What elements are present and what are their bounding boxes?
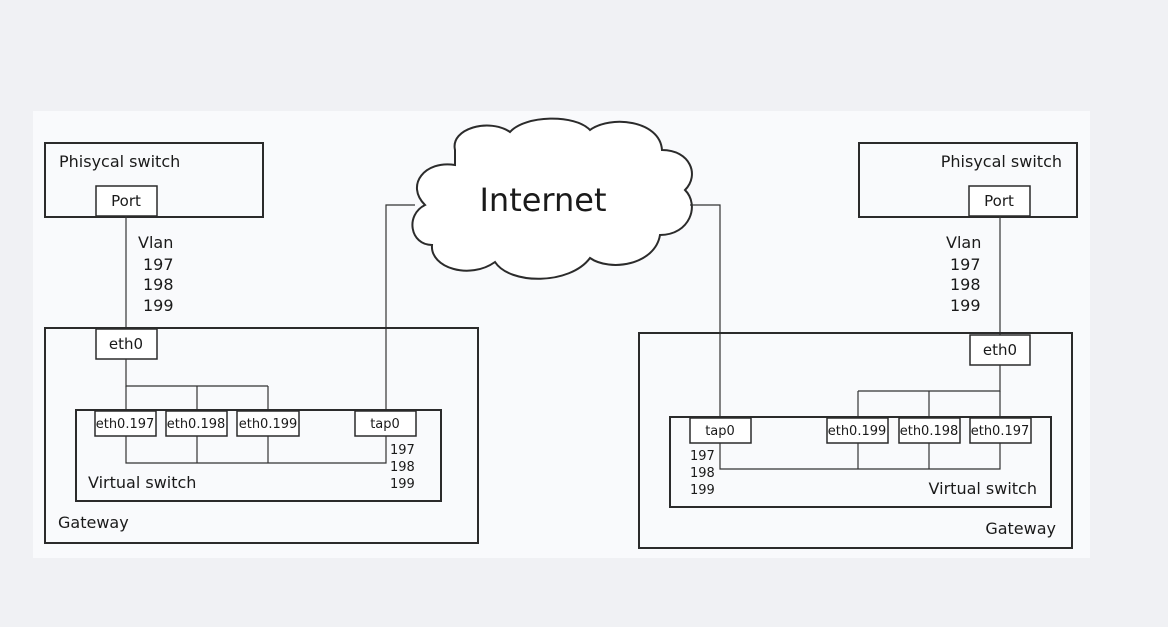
right-tap-vlan-199: 199 <box>690 483 715 498</box>
left-tap-bus <box>125 436 387 464</box>
right-tap0-label: tap0 <box>705 424 735 439</box>
left-eth0-198-label: eth0.198 <box>167 417 226 432</box>
left-gateway <box>44 327 479 544</box>
left-eth0-197 <box>94 410 157 437</box>
left-internet-link <box>385 204 415 411</box>
right-tap-vlan-197: 197 <box>690 449 715 464</box>
left-tap-vlan-197: 197 <box>390 443 415 458</box>
right-virtual-switch <box>669 416 1052 508</box>
right-eth0-199-label: eth0.199 <box>828 424 887 439</box>
left-vlan-198: 198 <box>143 275 174 294</box>
right-eth0-197-label: eth0.197 <box>971 424 1030 439</box>
left-tap-vlan-199: 199 <box>390 477 415 492</box>
left-vlan-197: 197 <box>143 255 174 274</box>
right-vlan-label: Vlan <box>946 233 981 252</box>
right-eth0-199 <box>826 417 889 444</box>
right-physical-switch <box>858 142 1078 218</box>
right-vlan-199: 199 <box>950 296 981 315</box>
right-eth0-197 <box>969 417 1032 444</box>
right-port-label: Port <box>984 192 1014 210</box>
left-port <box>95 185 158 217</box>
left-physical-switch <box>44 142 264 218</box>
right-eth0-label: eth0 <box>983 341 1017 359</box>
right-site: Phisycal switch Port Vlan 197 198 199 Ga… <box>638 142 1078 549</box>
internet-label: Internet <box>479 181 606 219</box>
left-virtual-switch <box>75 409 442 502</box>
right-vlan-198: 198 <box>950 275 981 294</box>
right-vswitch-label: Virtual switch <box>929 479 1037 498</box>
right-gateway-label: Gateway <box>985 519 1056 538</box>
left-gateway-label: Gateway <box>58 513 129 532</box>
left-tap0-label: tap0 <box>370 417 400 432</box>
right-vlan-197: 197 <box>950 255 981 274</box>
left-eth0-197-label: eth0.197 <box>96 417 155 432</box>
left-vswitch-label: Virtual switch <box>88 473 196 492</box>
right-tap-vlan-198: 198 <box>690 466 715 481</box>
right-port <box>968 185 1031 217</box>
left-port-label: Port <box>111 192 141 210</box>
left-eth0 <box>95 328 158 360</box>
left-vlan-199: 199 <box>143 296 174 315</box>
right-switch-label: Phisycal switch <box>941 152 1062 171</box>
left-switch-label: Phisycal switch <box>59 152 180 171</box>
right-internet-link <box>690 204 721 419</box>
left-site: Phisycal switch Port Vlan 197 198 199 Ga… <box>44 142 479 544</box>
left-eth0-label: eth0 <box>109 335 143 353</box>
internet-cloud: Internet <box>411 117 693 280</box>
right-eth0-198-label: eth0.198 <box>900 424 959 439</box>
right-tap-bus <box>719 443 1001 470</box>
right-gateway <box>638 332 1073 549</box>
left-tap-vlan-198: 198 <box>390 460 415 475</box>
right-eth0 <box>969 334 1031 366</box>
left-eth0-199-label: eth0.199 <box>239 417 298 432</box>
right-eth0-198 <box>898 417 961 444</box>
left-vlan-label: Vlan <box>138 233 173 252</box>
